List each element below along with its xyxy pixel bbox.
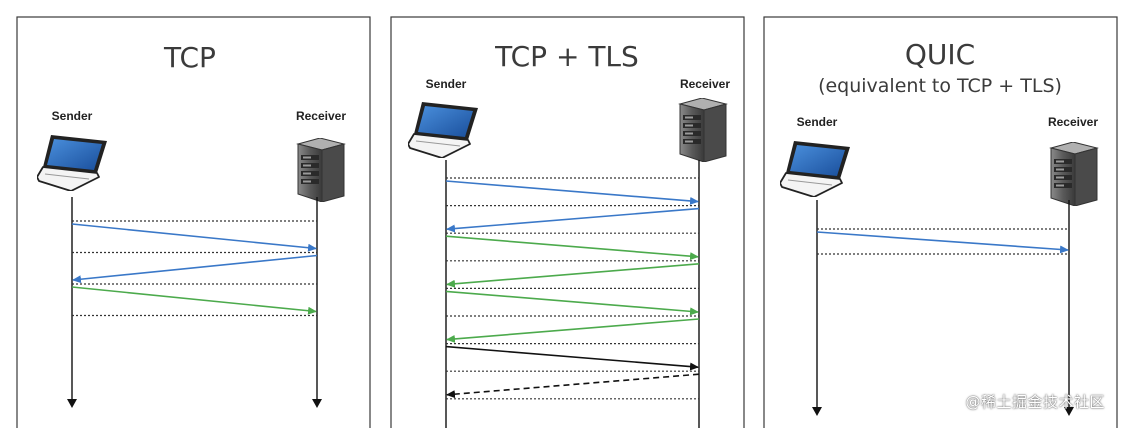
panel-title: TCP	[163, 41, 216, 74]
panel-frame-quic	[763, 16, 1118, 428]
panel-tcp-tls: TCP + TLS Sender Receiver	[408, 40, 730, 428]
panel-frame-tcp	[16, 16, 371, 428]
message-arrow-right	[445, 290, 699, 316]
message-arrow-right	[445, 345, 699, 371]
message-arrow-left	[446, 263, 700, 288]
server-icon	[297, 138, 345, 202]
message-arrow-left	[446, 207, 700, 233]
message-arrow-left	[446, 373, 700, 399]
panel-frame-tcp-tls	[390, 16, 745, 428]
sender-label: Sender	[52, 109, 93, 123]
message-arrow-right	[71, 286, 317, 315]
panel-subtitle: (equivalent to TCP + TLS)	[818, 75, 1062, 97]
server-icon	[1050, 142, 1098, 206]
message-arrow-left	[72, 254, 318, 284]
lifeline-end-arrow	[67, 399, 77, 408]
message-arrow-left	[446, 318, 700, 343]
panel-tcp: TCP Sender Receiver	[37, 41, 346, 408]
watermark: @稀土掘金技术社区	[965, 393, 1105, 411]
server-icon	[679, 98, 727, 162]
lifeline-end-arrow	[312, 399, 322, 408]
receiver-label: Receiver	[1048, 115, 1098, 129]
panel-title: QUIC	[905, 38, 975, 71]
receiver-label: Receiver	[680, 77, 730, 91]
message-arrow-right	[71, 223, 317, 252]
message-arrow-right	[816, 231, 1069, 254]
sender-label: Sender	[797, 115, 838, 129]
panel-title: TCP + TLS	[494, 40, 639, 73]
receiver-label: Receiver	[296, 109, 346, 123]
message-arrow-right	[445, 235, 699, 261]
panel-quic: QUIC (equivalent to TCP + TLS) Sender Re…	[780, 38, 1098, 416]
lifeline-end-arrow	[812, 407, 822, 416]
message-arrow-right	[445, 180, 699, 205]
lifeline-end-arrow	[1064, 407, 1074, 416]
sender-label: Sender	[426, 77, 467, 91]
